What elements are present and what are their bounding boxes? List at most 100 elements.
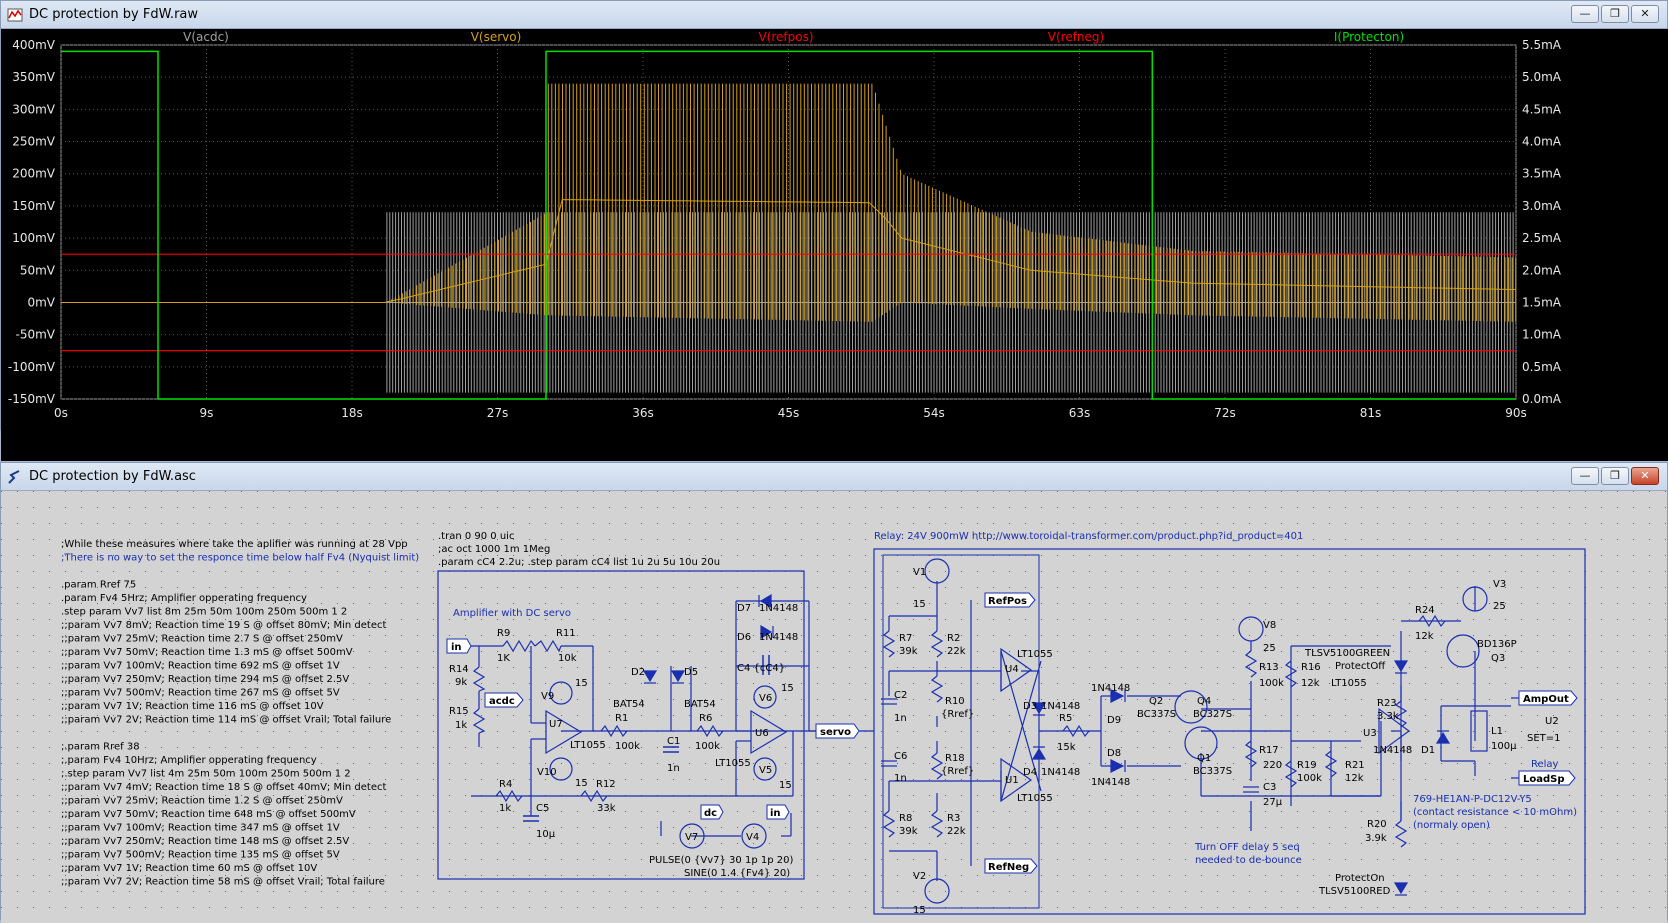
label-q1-value: BC337S xyxy=(1193,766,1232,777)
label-u6: U6 xyxy=(755,728,769,739)
x-tick-label: 54s xyxy=(923,406,945,420)
note-line[interactable]: .param Fv4 5Hrz; Amplifier opperating fr… xyxy=(61,593,307,604)
minimize-button[interactable]: — xyxy=(1571,467,1599,485)
waveform-titlebar[interactable]: DC protection by FdW.raw — ❐ ✕ xyxy=(1,1,1667,29)
note-line[interactable]: ;;param Vv7 100mV; Reaction time 347 mS … xyxy=(61,823,340,834)
label-c5-value: 10μ xyxy=(536,829,556,840)
directive-tran[interactable]: .tran 0 90 0 uic xyxy=(438,531,514,542)
trace-label[interactable]: V(refpos) xyxy=(758,30,813,44)
close-button[interactable]: ✕ xyxy=(1631,5,1659,23)
note-line[interactable]: ;.param Fv4 10Hrz; Amplifier opperating … xyxy=(61,755,317,766)
label-q4: Q4 xyxy=(1197,696,1211,707)
opamp-u4[interactable] xyxy=(1000,647,1033,693)
turnoff-note-line-1: Turn OFF delay 5 seq xyxy=(1194,842,1300,853)
schematic-drawing[interactable]: ;While these measures where take the apl… xyxy=(1,491,1667,919)
note-line[interactable]: ;While these measures where take the apl… xyxy=(61,539,408,550)
label-d6-value: 1N4148 xyxy=(759,632,798,643)
label-r11-value: 10k xyxy=(558,653,577,664)
label-v7: V7 xyxy=(685,832,698,843)
label-r4: R4 xyxy=(499,779,512,790)
close-button[interactable]: ✕ xyxy=(1631,467,1659,485)
label-v1-value: 15 xyxy=(913,599,926,610)
y-left-tick-label: -50mV xyxy=(16,328,56,342)
note-line[interactable]: .param Rref 75 xyxy=(61,580,136,591)
trace-label[interactable]: V(acdc) xyxy=(183,30,229,44)
label-c1-value: 1n xyxy=(667,763,680,774)
note-line[interactable]: ;;param Vv7 2V; Reaction time 58 mS @ of… xyxy=(61,877,385,888)
net-servo: servo xyxy=(820,727,851,738)
y-left-tick-label: 250mV xyxy=(12,135,56,149)
note-line[interactable]: ;;param Vv7 500mV; Reaction time 135 mS … xyxy=(61,850,340,861)
directive-param[interactable]: .param cC4 2.2u; .step param cC4 list 1u… xyxy=(438,557,720,568)
trace-label[interactable]: V(servo) xyxy=(471,30,522,44)
label-r20-value: 3.9k xyxy=(1365,833,1387,844)
x-tick-label: 0s xyxy=(54,406,68,420)
schematic-titlebar[interactable]: DC protection by FdW.asc — ❐ ✕ xyxy=(1,463,1667,491)
label-d5-value: BAT54 xyxy=(684,699,716,710)
trace-label[interactable]: I(Protecton) xyxy=(1334,30,1404,44)
waveform-window-title: DC protection by FdW.raw xyxy=(29,7,199,22)
label-r15-value: 1k xyxy=(455,720,467,731)
label-r24-value: 12k xyxy=(1415,631,1434,642)
relay-note[interactable]: Relay: 24V 900mW http://www.toroidal-tra… xyxy=(874,531,1303,542)
label-v3: V3 xyxy=(1493,579,1506,590)
amplifier-resistors xyxy=(472,639,724,803)
label-v1: V1 xyxy=(913,567,926,578)
label-u1: U1 xyxy=(1005,775,1019,786)
trace-labels[interactable]: V(acdc) V(servo) V(refpos) V(refneg) I(Prote… xyxy=(183,30,1404,44)
note-line[interactable]: ;;param Vv7 4mV; Reaction time 18 S @ of… xyxy=(61,782,386,793)
opamp-u1[interactable] xyxy=(1000,757,1033,803)
net-dc: dc xyxy=(704,808,717,819)
schematic-grid xyxy=(1,491,1667,919)
note-line[interactable]: ;There is no way to set the responce tim… xyxy=(61,553,419,564)
note-line[interactable]: ;;param Vv7 500mV; Reaction time 267 mS … xyxy=(61,688,340,699)
label-r17: R17 xyxy=(1259,745,1279,756)
y-axis-right-ticks: 5.5mA5.0mA4.5mA4.0mA3.5mA3.0mA2.5mA2.0mA… xyxy=(1522,38,1562,406)
label-u7: U7 xyxy=(549,719,563,730)
label-r1-value: 100k xyxy=(615,741,640,752)
restore-button[interactable]: ❐ xyxy=(1601,467,1629,485)
note-line[interactable]: ;;param Vv7 250mV; Reaction time 294 mS … xyxy=(61,674,349,685)
opamp-u6[interactable] xyxy=(750,709,788,755)
note-line[interactable]: ;;param Vv7 1V; Reaction time 60 mS @ of… xyxy=(61,863,317,874)
note-line[interactable]: ;;param Vv7 50mV; Reaction time 1.3 mS @… xyxy=(61,647,353,658)
amplifier-labels: R9 1K R11 10k R14 9k R15 1k V9 15 U7 LT1… xyxy=(449,603,798,879)
minimize-button[interactable]: — xyxy=(1571,5,1599,23)
y-right-tick-label: 2.5mA xyxy=(1522,231,1562,245)
note-line[interactable]: ;;param Vv7 250mV; Reaction time 148 mS … xyxy=(61,836,349,847)
label-v8-value: 25 xyxy=(1263,643,1276,654)
schematic-canvas[interactable]: ;While these measures where take the apl… xyxy=(1,491,1667,923)
note-line[interactable]: .step param Vv7 list 8m 25m 50m 100m 250… xyxy=(61,607,347,618)
note-line[interactable]: ;.param Rref 38 xyxy=(61,742,140,753)
label-r1: R1 xyxy=(615,713,628,724)
y-right-tick-label: 0.0mA xyxy=(1522,392,1562,406)
net-refpos: RefPos xyxy=(988,596,1027,607)
note-line[interactable]: ;.step param Vv7 list 4m 25m 50m 100m 25… xyxy=(61,769,351,780)
note-line[interactable]: ;;param Vv7 25mV; Reaction time 1.2 S @ … xyxy=(61,796,343,807)
directive-ac[interactable]: ;ac oct 1000 1m 1Meg xyxy=(438,544,550,555)
note-line[interactable]: ;;param Vv7 2V; Reaction time 114 mS @ o… xyxy=(61,715,391,726)
net-flags: in acdc servo dc in RefPos RefNeg AmpOut… xyxy=(446,592,1578,874)
label-c3-value: 27μ xyxy=(1263,797,1283,808)
label-d4: D4 xyxy=(1023,767,1037,778)
label-r5: R5 xyxy=(1059,713,1072,724)
trace-label[interactable]: V(refneg) xyxy=(1048,30,1104,44)
opamp-u7[interactable] xyxy=(545,709,583,755)
note-line[interactable]: ;;param Vv7 100mV; Reaction time 692 mS … xyxy=(61,661,340,672)
waveform-app-icon xyxy=(7,8,23,22)
trace-servo-center xyxy=(61,199,1517,303)
amplifier-sources xyxy=(549,681,777,849)
note-line[interactable]: ;;param Vv7 25mV; Reaction time 2.7 S @ … xyxy=(61,634,343,645)
label-d2-value: BAT54 xyxy=(613,699,645,710)
note-line[interactable]: ;;param Vv7 50mV; Reaction time 648 mS @… xyxy=(61,809,356,820)
note-line[interactable]: ;;param Vv7 1V; Reaction time 116 mS @ o… xyxy=(61,701,324,712)
waveform-chart[interactable]: 400mV350mV300mV250mV200mV150mV100mV50mV0… xyxy=(1,29,1668,431)
label-d7: D7 xyxy=(737,603,751,614)
label-u2-value: Relay xyxy=(1531,759,1559,770)
restore-button[interactable]: ❐ xyxy=(1601,5,1629,23)
note-line[interactable]: ;;param Vv7 8mV; Reaction time 19 S @ of… xyxy=(61,620,386,631)
label-r12: R12 xyxy=(596,779,616,790)
y-right-tick-label: 2.0mA xyxy=(1522,263,1562,277)
